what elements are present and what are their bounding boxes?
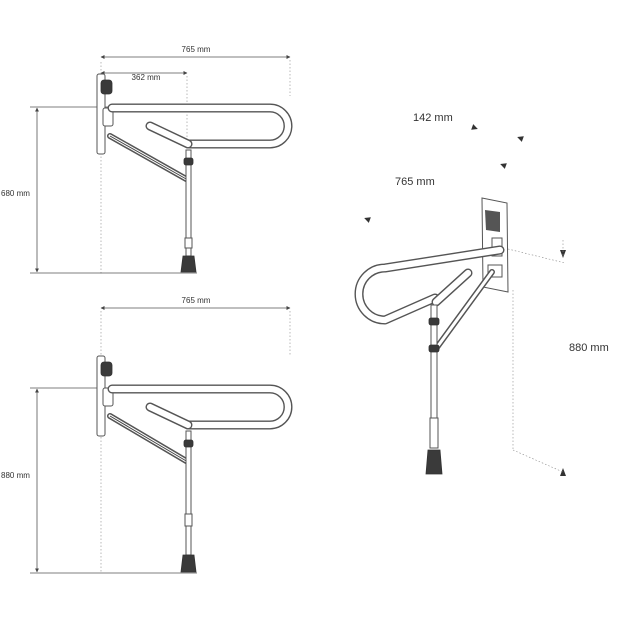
height-dimension-label: 880 mm <box>1 471 30 480</box>
height-dimension-label: 680 mm <box>1 189 30 198</box>
hinge-housing <box>100 361 113 377</box>
width-dimension-label: 765 mm <box>182 296 211 305</box>
length-dimension-label: 765 mm <box>395 176 435 188</box>
length-arrow-left <box>364 217 371 223</box>
rubber-foot <box>180 255 197 273</box>
floor-reference-line <box>512 449 564 473</box>
width-dimension-label: 765 mm <box>182 45 211 54</box>
bottom-side-view: 765 mm 880 mm <box>1 296 293 574</box>
grab-rail <box>107 384 293 430</box>
grab-rail <box>107 103 293 149</box>
support-leg <box>185 430 192 556</box>
rubber-foot <box>425 449 443 475</box>
depth-dimension-label: 142 mm <box>413 112 453 124</box>
leg-clamp <box>183 157 194 166</box>
height-arrow-bottom <box>560 468 566 476</box>
hinge-housing <box>485 210 500 232</box>
depth-arrow-right <box>517 136 524 142</box>
perspective-view: 142 mm 765 mm 880 mm <box>354 112 609 476</box>
leg-clamp-lower <box>428 344 440 353</box>
leg-adjuster <box>429 417 439 449</box>
length-arrow-right <box>500 163 507 169</box>
depth-arrow-left <box>471 124 478 130</box>
leg-adjuster <box>184 513 193 527</box>
height-reference-line <box>507 248 566 264</box>
height-dimension-label: 880 mm <box>569 342 609 354</box>
leg-clamp <box>428 317 440 326</box>
hinge-housing <box>100 79 113 95</box>
offset-dimension-label: 362 mm <box>132 73 161 82</box>
leg-clamp <box>183 439 194 448</box>
leg-adjuster <box>184 237 193 249</box>
top-side-view: 765 mm 362 mm 680 mm <box>1 45 293 274</box>
rubber-foot <box>180 554 197 573</box>
